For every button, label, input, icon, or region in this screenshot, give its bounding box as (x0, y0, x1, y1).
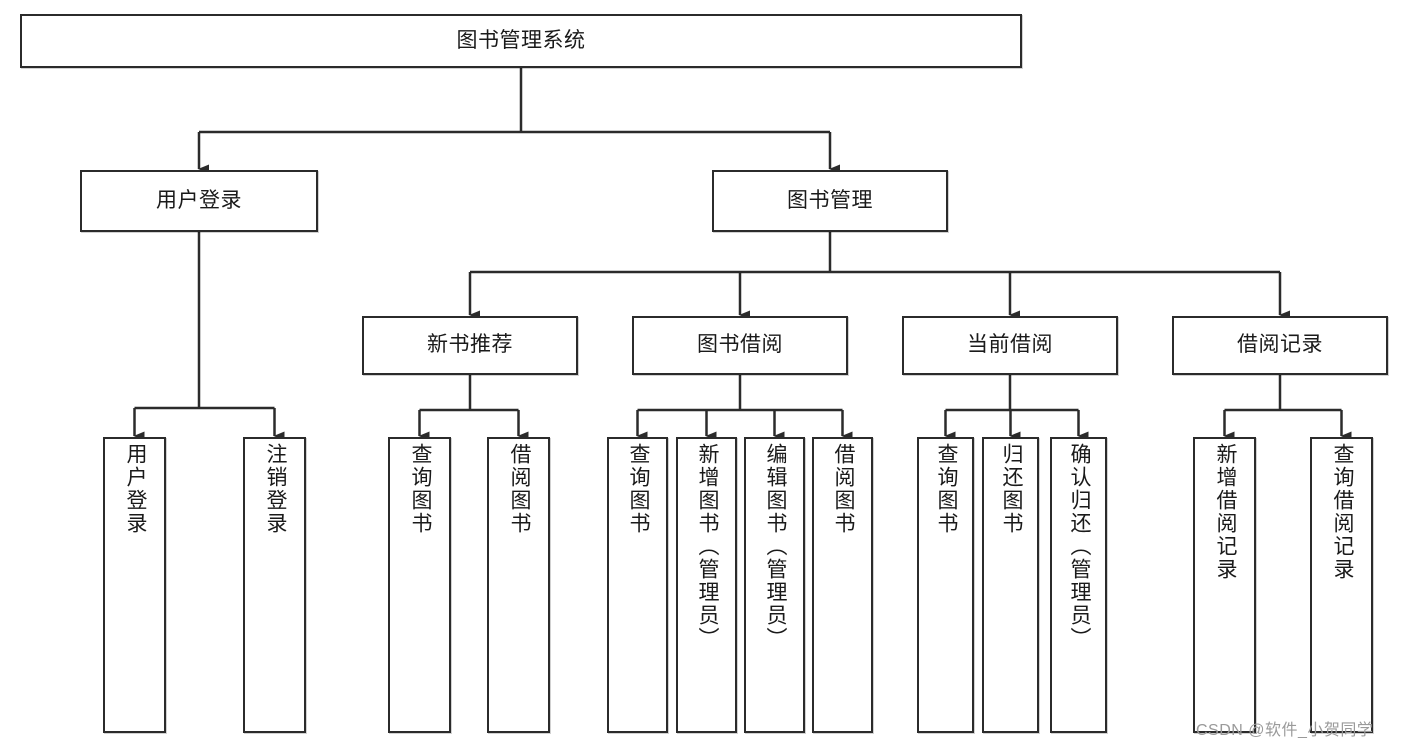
node-label: 借阅图书 (831, 443, 855, 535)
node-label: 借阅记录 (1237, 333, 1323, 357)
node-leaf-edit[interactable]: 编辑图书（管理员） (744, 437, 805, 733)
connector-lines (133, 68, 1352, 441)
node-leaf-login[interactable]: 用户登录 (103, 437, 166, 733)
node-label: 图书管理 (787, 188, 873, 212)
node-leaf-addrec[interactable]: 新增借阅记录 (1193, 437, 1256, 733)
node-leaf-query1[interactable]: 查询图书 (388, 437, 451, 733)
node-newbook[interactable]: 新书推荐 (362, 316, 578, 375)
node-label: 借阅图书 (507, 443, 531, 535)
node-label: 图书借阅 (697, 333, 783, 357)
node-label: 查询图书 (934, 443, 958, 535)
node-label: 新增借阅记录 (1213, 443, 1237, 581)
node-records[interactable]: 借阅记录 (1172, 316, 1388, 375)
node-bookmgmt[interactable]: 图书管理 (712, 170, 948, 232)
node-label: 新增图书（管理员） (695, 443, 719, 650)
node-label: 当前借阅 (967, 333, 1053, 357)
node-login[interactable]: 用户登录 (80, 170, 318, 232)
node-label: 编辑图书（管理员） (763, 443, 787, 650)
node-leaf-borrow2[interactable]: 借阅图书 (812, 437, 873, 733)
node-leaf-confirm[interactable]: 确认归还（管理员） (1050, 437, 1107, 733)
node-label: 注销登录 (263, 443, 287, 535)
node-leaf-queryrec[interactable]: 查询借阅记录 (1310, 437, 1373, 733)
node-label: 查询图书 (626, 443, 650, 535)
node-label: 用户登录 (123, 443, 147, 535)
node-root[interactable]: 图书管理系统 (20, 14, 1022, 68)
node-label: 确认归还（管理员） (1067, 443, 1091, 650)
node-current[interactable]: 当前借阅 (902, 316, 1118, 375)
node-label: 查询图书 (408, 443, 432, 535)
node-borrow[interactable]: 图书借阅 (632, 316, 848, 375)
node-label: 用户登录 (156, 188, 242, 212)
node-leaf-return[interactable]: 归还图书 (982, 437, 1039, 733)
node-leaf-query2[interactable]: 查询图书 (607, 437, 668, 733)
node-leaf-borrow1[interactable]: 借阅图书 (487, 437, 550, 733)
node-label: 图书管理系统 (456, 28, 586, 52)
node-leaf-logout[interactable]: 注销登录 (243, 437, 306, 733)
watermark-text: CSDN @软件_小贺同学 (1196, 722, 1374, 739)
node-leaf-query3[interactable]: 查询图书 (917, 437, 974, 733)
node-label: 查询借阅记录 (1330, 443, 1354, 581)
node-leaf-add[interactable]: 新增图书（管理员） (676, 437, 737, 733)
node-label: 新书推荐 (427, 333, 513, 357)
node-label: 归还图书 (999, 443, 1023, 535)
